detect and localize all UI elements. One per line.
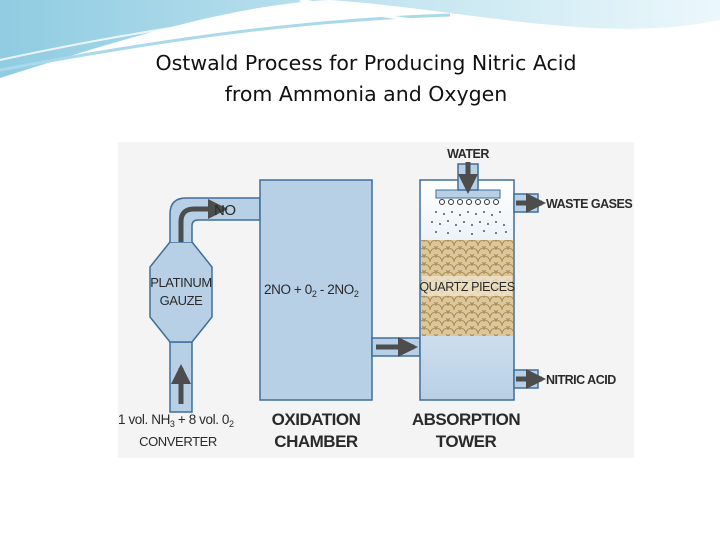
- chamber-label: CHAMBER: [274, 432, 358, 451]
- ostwald-process-diagram: NO PLATINUM GAUZE 1 vol. NH3 + 8 vol. 02…: [118, 142, 634, 458]
- slide-title: Ostwald Process for Producing Nitric Aci…: [0, 48, 720, 110]
- no-label: NO: [214, 202, 236, 219]
- converter-label: CONVERTER: [139, 434, 217, 449]
- slide-decoration: [0, 0, 720, 78]
- top-wave-line-3: [0, 7, 361, 61]
- top-wave-line-2: [299, 0, 720, 37]
- quartz-label-backdrop: [422, 276, 512, 296]
- quartz-pieces-label: QUARTZ PIECES: [419, 280, 514, 294]
- absorption-label: ABSORPTION: [412, 410, 521, 429]
- reaction-equation: 2NO + 02 - 2NO2: [264, 282, 359, 299]
- spray-header: [435, 189, 501, 199]
- spray-nozzles: [439, 199, 499, 205]
- top-wave-band: [0, 0, 720, 78]
- slide-title-line-2: from Ammonia and Oxygen: [224, 82, 508, 106]
- absorption-tower: [419, 162, 546, 401]
- gauze-label: GAUZE: [160, 293, 204, 308]
- platinum-label: PLATINUM: [150, 275, 212, 290]
- tower-label: TOWER: [436, 432, 497, 451]
- feed-ratio-label: 1 vol. NH3 + 8 vol. 02: [118, 412, 234, 429]
- converter-vessel: [149, 241, 213, 343]
- no-flow-arrow: [178, 199, 228, 242]
- slide-title-line-1: Ostwald Process for Producing Nitric Aci…: [155, 51, 577, 75]
- water-spray: [431, 211, 507, 235]
- water-label: WATER: [447, 147, 489, 161]
- oxidation-label: OXIDATION: [272, 410, 361, 429]
- nitric-acid-label: NITRIC ACID: [546, 373, 616, 387]
- waste-gases-label: WASTE GASES: [546, 197, 632, 211]
- oxidation-chamber: [259, 179, 373, 401]
